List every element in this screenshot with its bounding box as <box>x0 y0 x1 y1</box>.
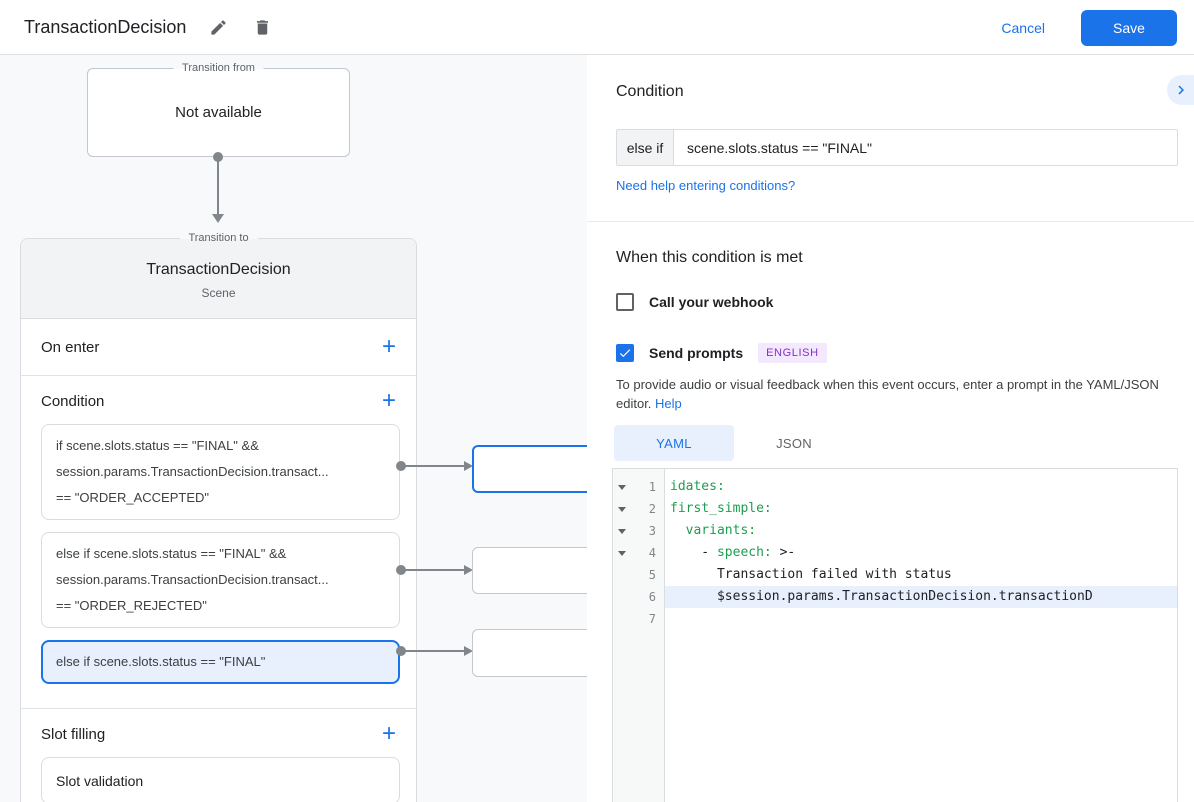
code-line[interactable]: idates: <box>670 479 725 494</box>
scene-card: Transition to TransactionDecision Scene … <box>20 231 417 802</box>
arrow-right-icon <box>464 565 473 575</box>
condition-card-selected[interactable]: else if scene.slots.status == "FINAL" <box>41 640 400 684</box>
send-prompts-checkbox[interactable] <box>616 344 634 362</box>
checkmark-icon <box>619 349 631 358</box>
connector-dot <box>396 646 406 656</box>
condition-detail-panel: Condition else if scene.slots.status == … <box>587 55 1194 802</box>
condition-section: Condition + if scene.slots.status == "FI… <box>21 376 416 709</box>
transition-from-legend: Transition from <box>173 61 264 76</box>
code-line[interactable]: Transaction failed with status <box>670 567 952 582</box>
webhook-row: Call your webhook <box>616 293 773 311</box>
slot-filling-label: Slot filling <box>41 725 106 743</box>
trash-icon <box>256 19 268 35</box>
slot-validation-card[interactable]: Slot validation <box>41 757 400 802</box>
cancel-button[interactable]: Cancel <box>1001 19 1045 36</box>
gutter-line-number: 1 <box>613 476 664 498</box>
transition-from-box: Transition from Not available <box>87 61 350 157</box>
connector-dot <box>396 565 406 575</box>
slot-filling-section: Slot filling + Slot validation <box>21 709 416 802</box>
tab-json[interactable]: JSON <box>776 435 812 451</box>
send-prompts-label: Send prompts <box>649 345 744 361</box>
gutter-line-number: 7 <box>648 612 656 626</box>
condition-expression-input[interactable]: scene.slots.status == "FINAL" <box>687 139 873 156</box>
chevron-right-icon <box>1177 85 1184 95</box>
destination-scene-box[interactable] <box>472 547 587 594</box>
connector-line <box>405 465 465 467</box>
transition-from-value: Not available <box>175 104 262 121</box>
arrow-right-icon <box>464 461 473 471</box>
tab-yaml[interactable]: YAML <box>614 425 734 461</box>
destination-scene-box[interactable] <box>472 445 587 493</box>
connector-line <box>405 650 465 652</box>
connector-dot <box>396 461 406 471</box>
delete-button[interactable] <box>250 15 274 39</box>
fold-arrow-icon[interactable] <box>618 485 626 490</box>
scene-card-header[interactable]: TransactionDecision Scene <box>21 239 416 319</box>
condition-section-label: Condition <box>41 392 105 410</box>
code-line[interactable] <box>665 608 1177 630</box>
editor-code-area[interactable]: idates: first_simple: variants: - speech:… <box>665 469 1177 802</box>
call-webhook-checkbox[interactable] <box>616 293 634 311</box>
gutter-line-number: 4 <box>613 542 664 564</box>
destination-scene-box[interactable] <box>472 629 587 677</box>
on-enter-section[interactable]: On enter + <box>21 319 416 376</box>
save-button[interactable]: Save <box>1081 9 1177 46</box>
scene-type-label: Scene <box>201 286 236 300</box>
condition-card-list: if scene.slots.status == "FINAL" && sess… <box>41 424 400 684</box>
code-line[interactable]: $session.params.TransactionDecision.tran… <box>665 586 1177 608</box>
fold-arrow-icon[interactable] <box>618 551 626 556</box>
connector-dot <box>213 152 223 162</box>
add-condition-button[interactable]: + <box>381 387 396 414</box>
top-bar: TransactionDecision Cancel Save <box>0 0 1194 55</box>
on-enter-label: On enter <box>41 338 100 356</box>
arrow-right-icon <box>464 646 473 656</box>
hint-body: To provide audio or visual feedback when… <box>616 377 1159 411</box>
fold-arrow-icon[interactable] <box>618 529 626 534</box>
condition-expression-row: else if scene.slots.status == "FINAL" <box>616 129 1178 166</box>
condition-card[interactable]: if scene.slots.status == "FINAL" && sess… <box>41 424 400 520</box>
gutter-line-number: 5 <box>648 568 656 582</box>
call-webhook-label: Call your webhook <box>649 294 774 310</box>
connector-line <box>405 569 465 571</box>
page-title: TransactionDecision <box>24 16 187 37</box>
collapse-panel-button[interactable] <box>1167 75 1194 105</box>
transition-to-legend: Transition to <box>179 231 258 246</box>
pencil-icon <box>211 19 226 35</box>
fold-arrow-icon[interactable] <box>618 507 626 512</box>
conditions-help-link[interactable]: Need help entering conditions? <box>616 178 796 193</box>
condition-card[interactable]: else if scene.slots.status == "FINAL" &&… <box>41 532 400 628</box>
help-link[interactable]: Help <box>655 396 682 411</box>
language-badge: ENGLISH <box>758 343 827 363</box>
add-slot-button[interactable]: + <box>381 720 396 747</box>
add-on-enter-button[interactable]: + <box>381 333 396 360</box>
editor-format-tabs: YAML JSON <box>614 425 854 461</box>
code-line[interactable]: - speech: >- <box>670 545 796 560</box>
scene-flow-canvas[interactable]: Transition from Not available Transition… <box>0 55 587 802</box>
editor-hint-text: To provide audio or visual feedback when… <box>616 375 1182 413</box>
condition-prefix-label: else if <box>617 130 674 165</box>
gutter-line-number: 6 <box>648 590 656 604</box>
gutter-line-number: 2 <box>613 498 664 520</box>
panel-title: Condition <box>616 83 684 100</box>
arrow-down-icon <box>212 214 224 223</box>
code-line[interactable]: variants: <box>685 523 757 538</box>
connector-line <box>217 160 219 214</box>
code-line[interactable]: first_simple: <box>670 501 772 516</box>
when-condition-title: When this condition is met <box>616 249 803 266</box>
divider <box>587 221 1194 222</box>
slot-validation-label: Slot validation <box>56 772 144 789</box>
edit-button[interactable] <box>206 15 230 39</box>
send-prompts-row: Send prompts ENGLISH <box>616 343 827 363</box>
gutter-line-number: 3 <box>613 520 664 542</box>
scene-name: TransactionDecision <box>146 261 291 278</box>
